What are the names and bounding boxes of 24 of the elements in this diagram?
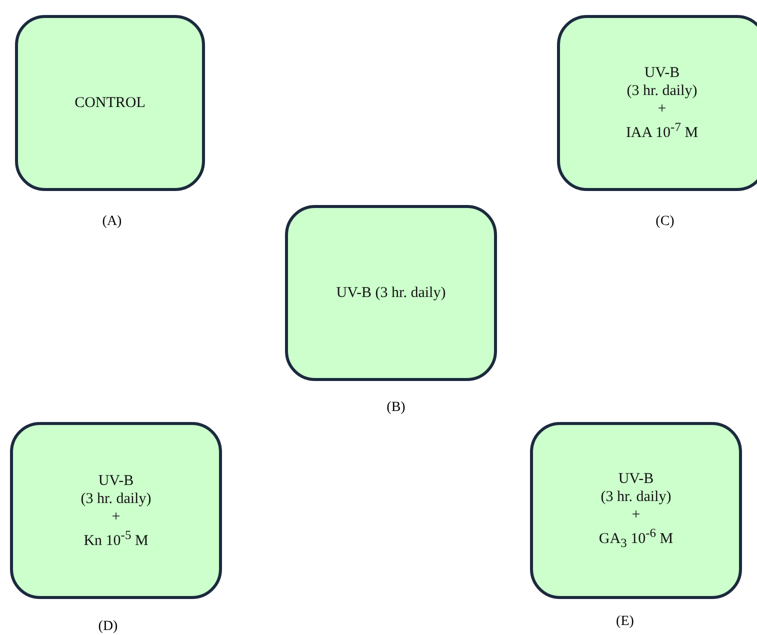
treatment-box	[285, 205, 497, 381]
treatment-label: (3 hr. daily)	[80, 490, 152, 508]
treatment-label: UV-B	[644, 64, 680, 82]
panel-letter: (E)	[616, 614, 634, 630]
treatment-label: +	[658, 100, 666, 118]
treatment-label: UV-B	[618, 470, 654, 488]
treatment-label: GA$_{3}$ 10$^{-6}$ M	[598, 524, 674, 552]
panel-letter: (D)	[98, 619, 118, 635]
panel-letter: (B)	[386, 400, 406, 416]
treatment-label: CONTROL	[74, 94, 146, 112]
treatment-box	[15, 15, 205, 191]
treatment-label: Kn 10$^{-5}$ M	[84, 526, 148, 550]
treatment-label: +	[632, 506, 640, 524]
panel-letter: (A)	[102, 214, 122, 230]
panel-letter: (C)	[656, 214, 674, 230]
treatment-box	[10, 422, 222, 599]
treatment-label: (3 hr. daily)	[626, 82, 698, 100]
treatment-label: +	[112, 508, 120, 526]
treatment-label: IAA 10$^{-7}$ M	[626, 119, 698, 142]
treatment-label: (3 hr. daily)	[600, 488, 672, 506]
treatment-label: UV-B	[98, 472, 134, 490]
treatment-label: UV-B (3 hr. daily)	[336, 284, 446, 302]
treatment-box	[530, 422, 742, 599]
treatment-box	[557, 15, 757, 191]
